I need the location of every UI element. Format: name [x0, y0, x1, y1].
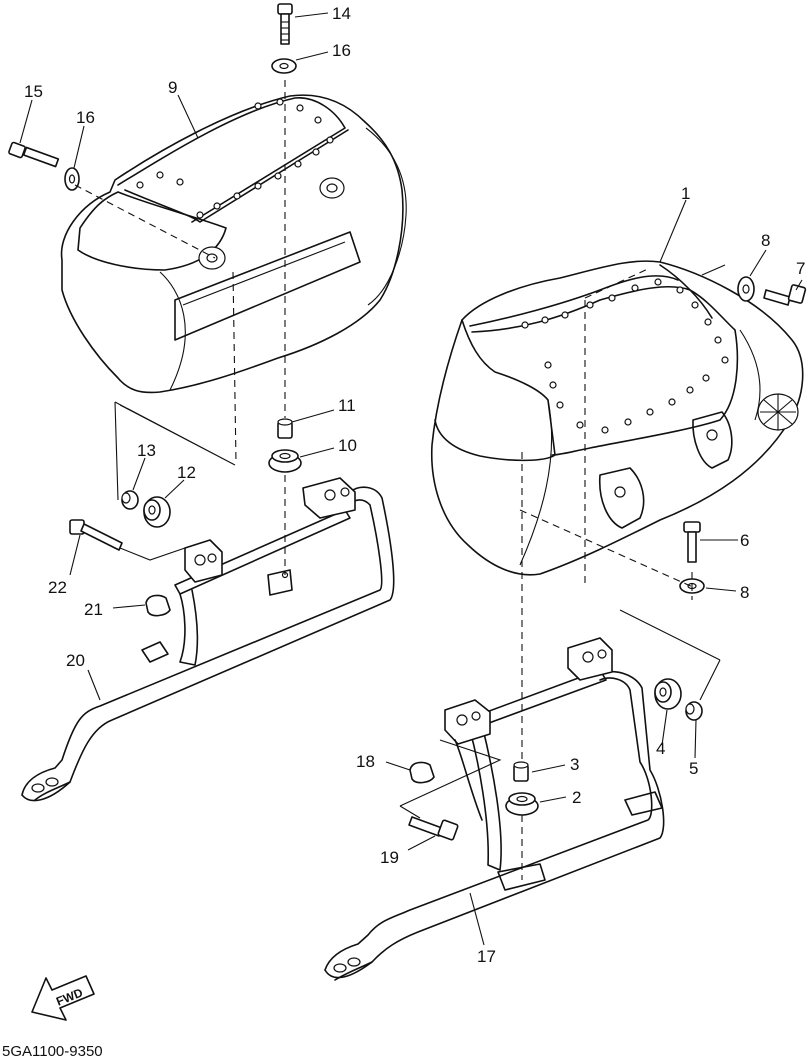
callout-6: 6 [740, 531, 749, 550]
cap-21 [145, 594, 171, 617]
part-callouts: 1 2 3 4 5 6 7 8 8 9 10 11 12 13 14 15 16… [24, 4, 805, 966]
right-bag-rivets [521, 278, 729, 434]
callout-8a: 8 [761, 231, 770, 250]
collar-13 [121, 490, 139, 510]
callout-14: 14 [332, 4, 351, 23]
left-saddlebag [60, 94, 407, 394]
callout-11: 11 [338, 396, 356, 415]
callout-19: 19 [380, 848, 399, 867]
bolt-15 [8, 141, 60, 168]
callout-16b: 16 [76, 108, 95, 127]
fwd-arrow: FWD [31, 975, 95, 1021]
callout-9: 9 [168, 78, 177, 97]
left-bracket [21, 477, 395, 802]
callout-7: 7 [796, 259, 805, 278]
bolt-19 [408, 816, 459, 841]
guide-lines [114, 264, 726, 819]
bolt-7 [763, 284, 807, 306]
assembly-center-lines [74, 80, 696, 880]
cap-18 [409, 761, 435, 784]
grommet-12 [143, 496, 171, 528]
callout-15: 15 [24, 82, 43, 101]
drawing-code: 5GA1100-9350 [2, 1043, 103, 1058]
grommet-4 [654, 678, 682, 710]
grommet-10 [268, 449, 302, 473]
callout-20: 20 [66, 651, 85, 670]
callout-13: 13 [137, 441, 156, 460]
callout-2: 2 [572, 788, 581, 807]
callout-17: 17 [477, 947, 496, 966]
washer-8-top [737, 276, 755, 302]
callout-4: 4 [656, 739, 665, 758]
collar-11 [277, 418, 293, 439]
callout-21: 21 [84, 600, 103, 619]
callout-16a: 16 [332, 41, 351, 60]
bolt-22 [69, 519, 123, 551]
callout-18: 18 [356, 752, 375, 771]
collar-5 [685, 701, 703, 721]
callout-8b: 8 [740, 583, 749, 602]
leader-lines [19, 12, 803, 946]
left-bag-rivets [136, 98, 334, 219]
right-bracket [324, 637, 665, 981]
callout-12: 12 [177, 463, 196, 482]
bolt-14 [277, 3, 293, 45]
washer-16-top [271, 58, 297, 74]
callout-22: 22 [48, 578, 67, 597]
callout-3: 3 [570, 755, 579, 774]
callout-1: 1 [681, 184, 690, 203]
grommet-2 [505, 792, 539, 816]
callout-5: 5 [689, 759, 698, 778]
callout-10: 10 [338, 436, 357, 455]
collar-3 [513, 761, 529, 782]
right-saddlebag [430, 260, 804, 576]
washer-16-left [64, 167, 80, 191]
bolt-6 [683, 521, 701, 563]
